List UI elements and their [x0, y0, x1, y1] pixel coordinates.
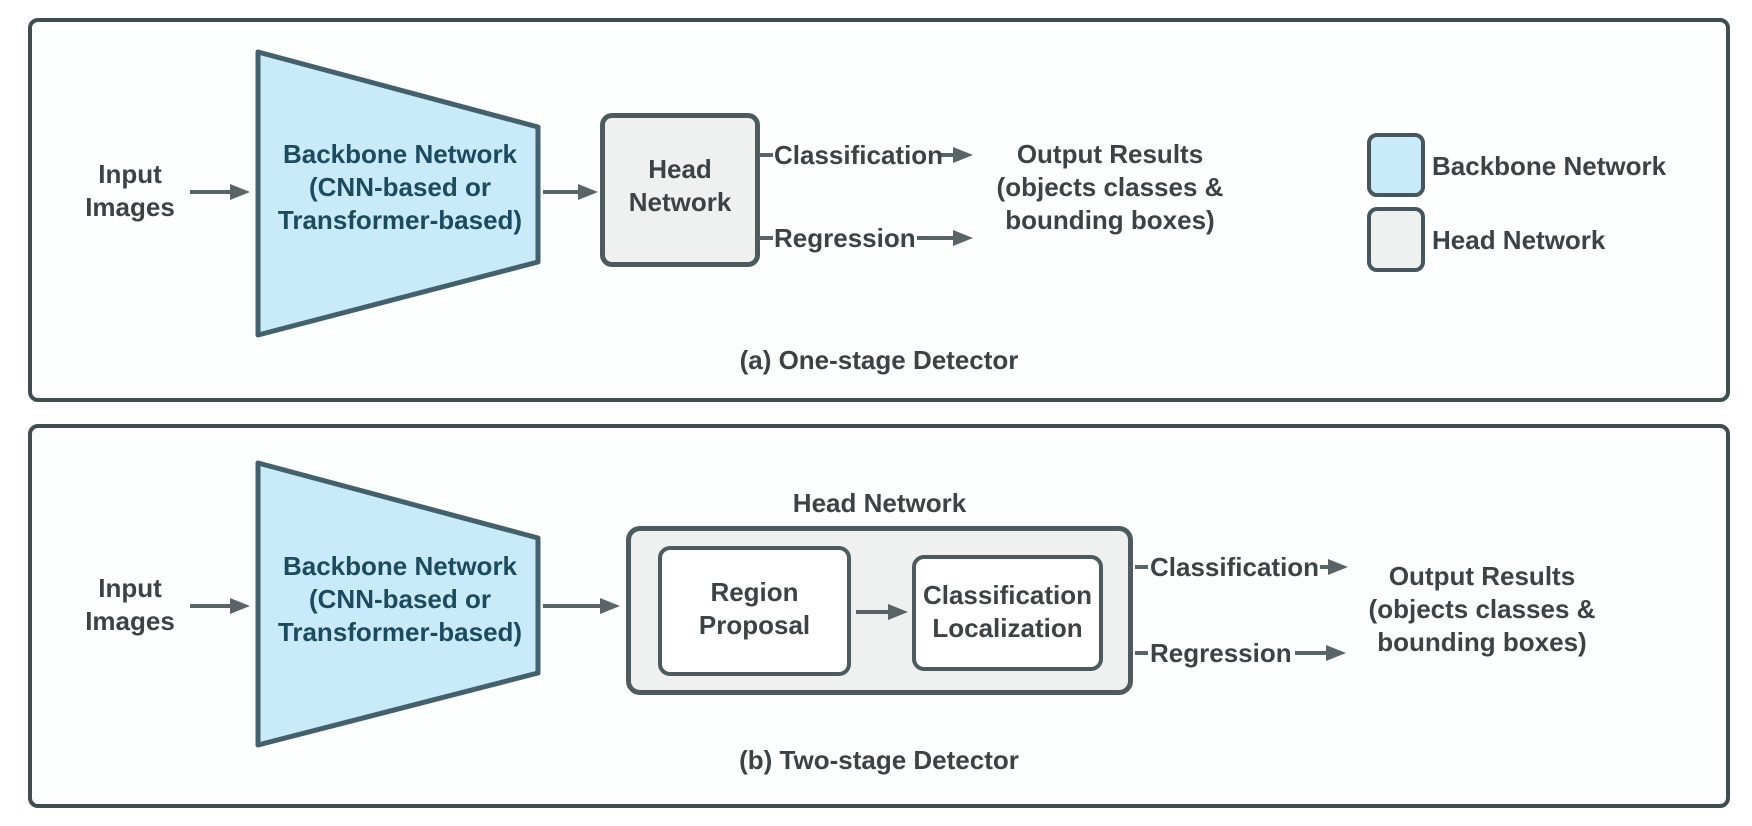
output-results-label-a: Output Results (objects classes & boundi… — [996, 139, 1224, 235]
region-proposal-label: Region Proposal — [698, 577, 811, 640]
head-network-box-a — [600, 113, 760, 267]
input-images-label-b: Input Images — [85, 573, 175, 636]
head-network-label-a: Head Network — [628, 154, 732, 217]
regression-label-a: Regression — [774, 223, 916, 253]
legend-head-label: Head Network — [1432, 225, 1606, 255]
backbone-network-label-b: Backbone Network (CNN-based or Transform… — [277, 551, 523, 647]
legend-backbone-label: Backbone Network — [1432, 151, 1667, 181]
region-proposal-box — [658, 546, 851, 676]
legend-head-swatch — [1367, 207, 1425, 272]
classification-localization-label: Classification Localization — [922, 580, 1093, 643]
classification-localization-box — [912, 555, 1103, 671]
legend-backbone-swatch — [1367, 133, 1425, 197]
regression-label-b: Regression — [1150, 638, 1292, 668]
caption-one-stage: (a) One-stage Detector — [739, 345, 1019, 375]
backbone-network-label-a: Backbone Network (CNN-based or Transform… — [277, 139, 523, 235]
input-images-label-a: Input Images — [85, 159, 175, 222]
classification-label-a: Classification — [774, 140, 944, 170]
caption-two-stage: (b) Two-stage Detector — [739, 745, 1019, 775]
head-network-title-b: Head Network — [792, 488, 967, 518]
output-results-label-b: Output Results (objects classes & boundi… — [1368, 561, 1596, 657]
classification-label-b: Classification — [1150, 552, 1320, 582]
